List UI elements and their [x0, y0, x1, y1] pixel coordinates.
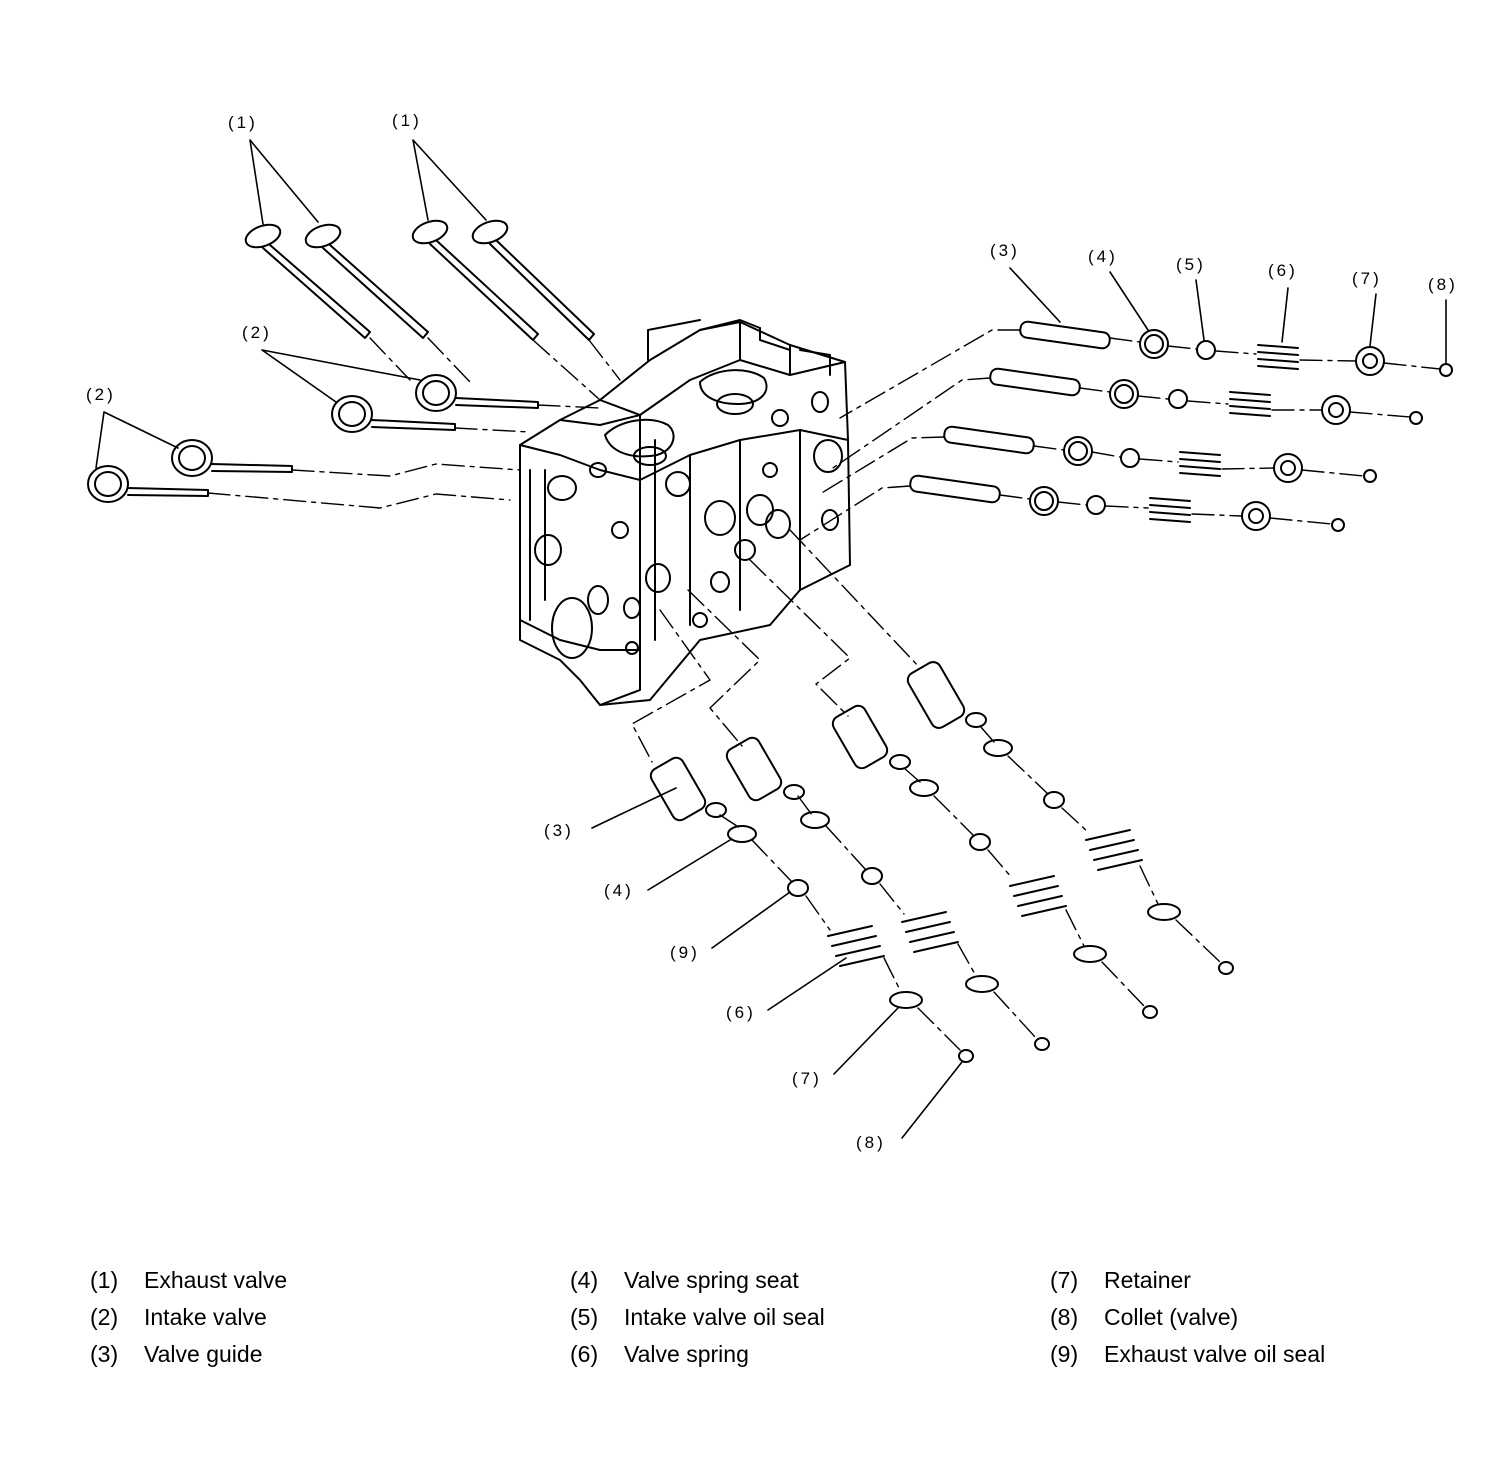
callout-labels: (1) (1) (2) (2) (3) (4) (5) (6) (7) (8) …	[86, 111, 1458, 1152]
legend-label: Valve spring	[624, 1341, 749, 1367]
legend-item: (1) Exhaust valve	[90, 1262, 530, 1299]
legend-number: (9)	[1050, 1341, 1079, 1367]
legend-label: Intake valve	[144, 1304, 267, 1330]
legend-number: (5)	[570, 1304, 599, 1330]
exhaust-valves	[244, 219, 595, 341]
cylinder-head	[519, 319, 851, 706]
legend-item: (2) Intake valve	[90, 1299, 530, 1336]
parts-legend: (1) Exhaust valve (2) Intake valve (3) V…	[0, 1262, 1504, 1392]
callout-8-bottom: (8)	[856, 1133, 886, 1152]
legend-number: (3)	[90, 1341, 119, 1367]
callout-6-right: (6)	[1268, 261, 1298, 280]
leader-lines	[95, 139, 1447, 1139]
exhaust-valve-components	[649, 661, 1234, 1063]
legend-label: Exhaust valve oil seal	[1104, 1341, 1326, 1367]
legend-label: Valve guide	[144, 1341, 263, 1367]
legend-number: (1)	[90, 1267, 119, 1293]
legend-number: (7)	[1050, 1267, 1079, 1293]
callout-2-lower: (2)	[86, 385, 116, 404]
callout-3-right: (3)	[990, 241, 1020, 260]
callout-3-bottom: (3)	[544, 821, 574, 840]
legend-number: (4)	[570, 1267, 599, 1293]
callout-1-right: (1)	[392, 111, 422, 130]
legend-column-1: (1) Exhaust valve (2) Intake valve (3) V…	[90, 1262, 530, 1373]
legend-column-2: (4) Valve spring seat (5) Intake valve o…	[570, 1262, 1010, 1373]
callout-7-bottom: (7)	[792, 1069, 822, 1088]
intake-valves	[87, 374, 539, 503]
alignment-lines	[207, 329, 1441, 1051]
legend-label: Exhaust valve	[144, 1267, 288, 1293]
legend-item: (6) Valve spring	[570, 1336, 1010, 1373]
legend-label: Retainer	[1104, 1267, 1191, 1293]
legend-label: Intake valve oil seal	[624, 1304, 825, 1330]
callout-8-right: (8)	[1428, 275, 1458, 294]
legend-column-3: (7) Retainer (8) Collet (valve) (9) Exha…	[1050, 1262, 1490, 1373]
callout-4-bottom: (4)	[604, 881, 634, 900]
legend-item: (5) Intake valve oil seal	[570, 1299, 1010, 1336]
cylinder-head-exploded-diagram: (1) (1) (2) (2) (3) (4) (5) (6) (7) (8) …	[86, 111, 1458, 1152]
legend-number: (2)	[90, 1304, 119, 1330]
legend-item: (8) Collet (valve)	[1050, 1299, 1490, 1336]
intake-valve-components	[909, 320, 1453, 532]
callout-2-upper: (2)	[242, 323, 272, 342]
legend-item: (4) Valve spring seat	[570, 1262, 1010, 1299]
legend-label: Valve spring seat	[624, 1267, 799, 1293]
callout-1-left: (1)	[228, 113, 258, 132]
callout-4-right: (4)	[1088, 247, 1118, 266]
legend-number: (6)	[570, 1341, 599, 1367]
legend-number: (8)	[1050, 1304, 1079, 1330]
callout-5-right: (5)	[1176, 255, 1206, 274]
legend-item: (7) Retainer	[1050, 1262, 1490, 1299]
callout-7-right: (7)	[1352, 269, 1382, 288]
legend-item: (9) Exhaust valve oil seal	[1050, 1336, 1490, 1373]
legend-label: Collet (valve)	[1104, 1304, 1239, 1330]
callout-6-bottom: (6)	[726, 1003, 756, 1022]
legend-item: (3) Valve guide	[90, 1336, 530, 1373]
callout-9-bottom: (9)	[670, 943, 700, 962]
